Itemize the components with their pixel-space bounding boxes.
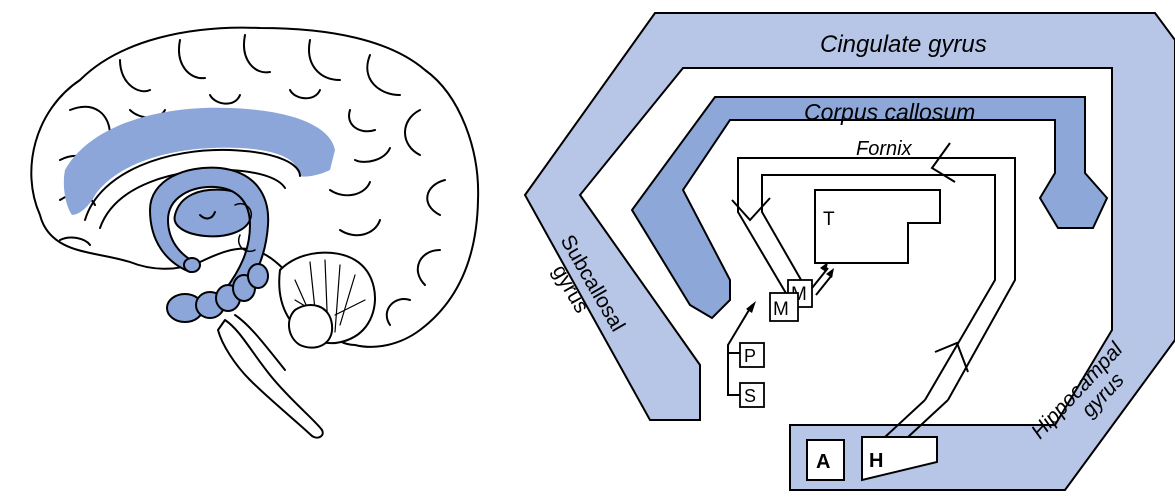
mammillary-box-1 [769,292,799,322]
arrow-head-1 [820,262,828,272]
limbic-lobe-band [523,12,1175,491]
fornix-label: Fornix [856,138,913,160]
s-box [739,382,765,408]
fornix-chevron-2 [930,142,956,183]
brain-corpus-callosum [63,107,335,215]
brain-illustration [30,26,480,439]
corpus-callosum-band [630,96,1109,320]
thalamus-label: T [823,209,835,230]
fornix-chevron-1 [731,197,771,222]
thalamus-box [814,189,941,264]
fornix-chevron-3 [934,341,969,373]
arrow-head-2 [826,268,834,278]
corpus-callosum-label: Corpus callosum [804,99,975,125]
limbic-schematic: T M M P S A H Cingulate gyrus Corpus cal… [523,12,1175,491]
brain-hippocampal-segments [166,263,269,323]
s-label: S [744,386,756,406]
brain-hippocampus-arc [149,166,270,296]
cingulate-label: Cingulate gyrus [820,31,987,58]
fornix-to-ps-line [727,304,753,396]
hippocampus-label: H [869,450,883,472]
p-label: P [744,346,756,366]
mammillary-label-1: M [773,299,789,320]
fornix-inner [761,174,996,401]
fornix-outer [737,157,1016,401]
amygdala-label: A [816,451,830,473]
amygdala-box [806,439,845,481]
hippocampus-box [861,436,938,482]
p-box [739,342,765,368]
brain-stem [217,319,324,439]
